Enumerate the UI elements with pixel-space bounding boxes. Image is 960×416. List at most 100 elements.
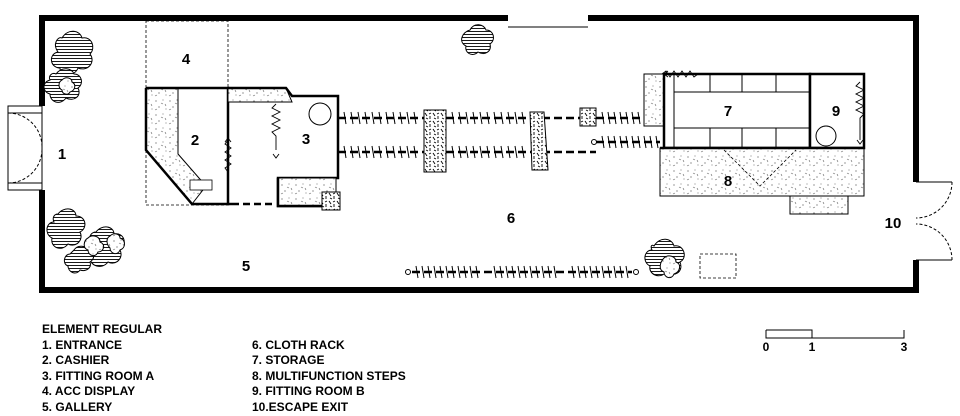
- hanger-tick: [343, 145, 347, 159]
- hanger-tick: [406, 111, 410, 125]
- hanger-tick: [385, 111, 389, 125]
- hanger-tick: [500, 145, 504, 159]
- hanger-tick: [500, 111, 504, 125]
- hanger-tick: [385, 145, 389, 159]
- legend-item: 9. FITTING ROOM B: [252, 384, 365, 398]
- legend-item: 6. CLOTH RACK: [252, 337, 345, 352]
- hanger-tick: [523, 265, 527, 279]
- hanger-tick: [364, 145, 368, 159]
- cloth-rack-lower: [405, 265, 639, 279]
- hanger-tick: [583, 265, 587, 279]
- legend-item: 2. CASHIER: [42, 353, 110, 367]
- hanger-tick: [451, 111, 455, 125]
- legend-item: 1. ENTRANCE: [42, 337, 123, 352]
- hanger-tick: [601, 265, 605, 279]
- hanger-tick: [486, 111, 490, 125]
- hanger-tick: [535, 265, 539, 279]
- hanger-tick: [553, 265, 557, 279]
- label-cloth-rack: 6: [507, 210, 515, 227]
- label-entrance: 1: [58, 146, 66, 163]
- hanger-tick: [451, 265, 455, 279]
- entrance-door: [7, 105, 43, 191]
- storage-block: [643, 70, 812, 150]
- hanger-tick: [445, 265, 449, 279]
- hanger-tick: [350, 145, 354, 159]
- small-display: [699, 253, 737, 279]
- legend-item: 8. MULTIFUNCTION STEPS: [252, 368, 406, 383]
- hanger-tick: [433, 265, 437, 279]
- hanger-tick: [507, 111, 511, 125]
- hanger-tick: [364, 111, 368, 125]
- hanger-tick: [511, 265, 515, 279]
- hanger-tick: [451, 145, 455, 159]
- hanger-tick: [625, 265, 629, 279]
- legend-item: 4. ACC DISPLAY: [42, 384, 136, 398]
- hanger-tick: [595, 265, 599, 279]
- hanger-tick: [472, 145, 476, 159]
- hanger-tick: [577, 265, 581, 279]
- hanger-tick: [392, 111, 396, 125]
- hanger-tick: [457, 265, 461, 279]
- hanger-tick: [469, 265, 473, 279]
- hanger-tick: [458, 145, 462, 159]
- hanger-tick: [472, 111, 476, 125]
- exit-opening: [910, 182, 922, 260]
- hanger-tick: [517, 265, 521, 279]
- hanger-tick: [547, 265, 551, 279]
- hanger-tick: [350, 111, 354, 125]
- legend-column-1: ELEMENT REGULAR 1. ENTRANCE 2. CASHIER 3…: [42, 322, 162, 415]
- fitting-room-b: [808, 72, 866, 150]
- legend-item: 5. GALLERY: [42, 399, 113, 414]
- scale-label-3: 3: [901, 340, 908, 354]
- hanger-tick: [427, 265, 431, 279]
- hanger-tick: [378, 145, 382, 159]
- hanger-tick: [486, 145, 490, 159]
- hanger-tick: [463, 265, 467, 279]
- hanger-tick: [521, 145, 525, 159]
- scale-bar: [765, 329, 905, 339]
- hanger-tick: [413, 145, 417, 159]
- legend-title: ELEMENT REGULAR: [42, 322, 162, 336]
- hanger-tick: [529, 265, 533, 279]
- hanger-tick: [465, 111, 469, 125]
- hanger-tick: [392, 145, 396, 159]
- hanger-tick: [371, 145, 375, 159]
- label-fitting-room-a: 3: [302, 131, 310, 148]
- hanger-tick: [357, 145, 361, 159]
- hanger-tick: [406, 145, 410, 159]
- hanger-tick: [475, 265, 479, 279]
- hanger-tick: [378, 111, 382, 125]
- hanger-tick: [571, 265, 575, 279]
- label-gallery: 5: [242, 258, 250, 275]
- label-storage: 7: [724, 103, 732, 120]
- top-opening: [508, 14, 588, 24]
- hanger-tick: [521, 111, 525, 125]
- legend-item: 3. FITTING ROOM A: [42, 368, 155, 383]
- hanger-tick: [343, 111, 347, 125]
- scale-label-0: 0: [763, 340, 770, 354]
- hanger-tick: [465, 145, 469, 159]
- hanger-tick: [613, 265, 617, 279]
- hanger-tick: [479, 145, 483, 159]
- hanger-tick: [399, 145, 403, 159]
- hanger-tick: [413, 111, 417, 125]
- label-escape-exit: 10: [885, 215, 902, 232]
- hanger-tick: [541, 265, 545, 279]
- hanger-tick: [479, 111, 483, 125]
- hanger-tick: [514, 111, 518, 125]
- hanger-tick: [499, 265, 503, 279]
- hanger-tick: [589, 265, 593, 279]
- hanger-tick: [439, 265, 443, 279]
- hanger-tick: [415, 265, 419, 279]
- label-multifunction-steps: 8: [724, 173, 732, 190]
- exit-door: [915, 181, 953, 261]
- cashier-area: [144, 86, 274, 206]
- label-acc-display: 4: [182, 51, 191, 68]
- scale-label-1: 1: [809, 340, 816, 354]
- hanger-tick: [458, 111, 462, 125]
- hanger-tick: [493, 111, 497, 125]
- label-fitting-room-b: 9: [832, 103, 840, 120]
- hanger-tick: [514, 145, 518, 159]
- label-cashier: 2: [191, 132, 199, 149]
